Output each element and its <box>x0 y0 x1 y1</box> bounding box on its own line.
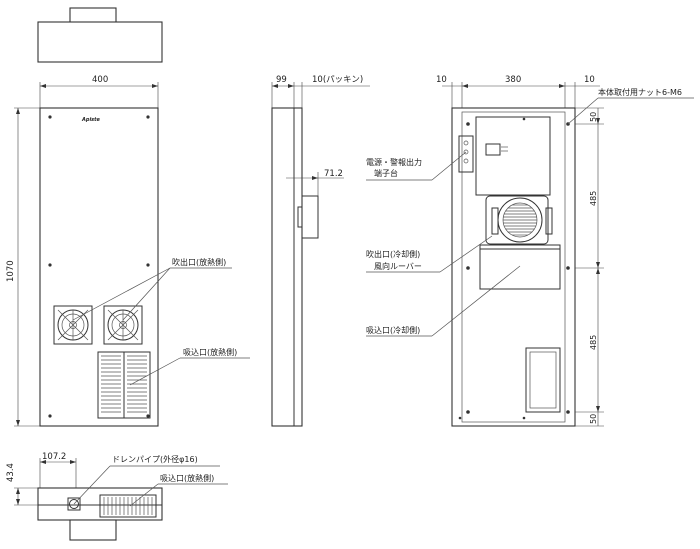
rear-view: 10 380 10 <box>366 75 694 427</box>
rear-v-485-lower-dim: 485 <box>589 335 598 350</box>
front-outlet-label: 吹出口(放熱側) <box>172 257 226 267</box>
bottom-drain-x-dim: 107.2 <box>42 452 66 462</box>
brand-logo: Apiste <box>81 117 101 123</box>
front-inlet-grille <box>97 351 151 419</box>
gasket-dim: 10(パッキン) <box>312 75 363 85</box>
front-width-dim: 400 <box>92 75 108 85</box>
rear-v-50-top-dim: 50 <box>589 112 598 122</box>
rear-v-50-bottom-dim: 50 <box>589 414 598 424</box>
front-view: 400 1070 Apiste <box>6 75 250 427</box>
bottom-height-dim: 43.4 <box>6 463 16 482</box>
rear-margin-right-dim: 10 <box>584 75 595 85</box>
rear-width-dim: 380 <box>505 75 521 85</box>
louver-label: 風向ルーバー <box>374 261 422 271</box>
mount-nut-label: 本体取付用ナット6-M6 <box>598 87 682 97</box>
rear-fan <box>485 195 553 245</box>
bottom-view: 107.2 43.4 ドレンパイプ(外径φ16) 吸込口(放熱側) <box>6 452 228 541</box>
front-height-dim: 1070 <box>6 260 16 282</box>
drain-pipe-label: ドレンパイプ(外径φ16) <box>112 454 198 464</box>
front-fan-right <box>103 305 143 345</box>
front-inlet-label: 吸込口(放熱側) <box>183 347 237 357</box>
terminal-label-line1: 電源・警報出力 <box>366 157 422 167</box>
side-view: 99 10(パッキン) 71.2 <box>271 75 370 427</box>
bottom-inlet-label: 吸込口(放熱側) <box>160 473 214 483</box>
side-depth-dim: 99 <box>276 75 287 85</box>
top-view <box>37 7 163 63</box>
rear-inlet-label: 吸込口(冷却側) <box>366 325 420 335</box>
rear-v-485-upper-dim: 485 <box>589 191 598 206</box>
terminal-label-line2: 端子台 <box>374 168 398 178</box>
rear-margin-left-dim: 10 <box>436 75 447 85</box>
front-fan-left <box>53 305 93 345</box>
rear-outlet-label: 吹出口(冷却側) <box>366 249 420 259</box>
side-offset-dim: 71.2 <box>324 169 343 179</box>
